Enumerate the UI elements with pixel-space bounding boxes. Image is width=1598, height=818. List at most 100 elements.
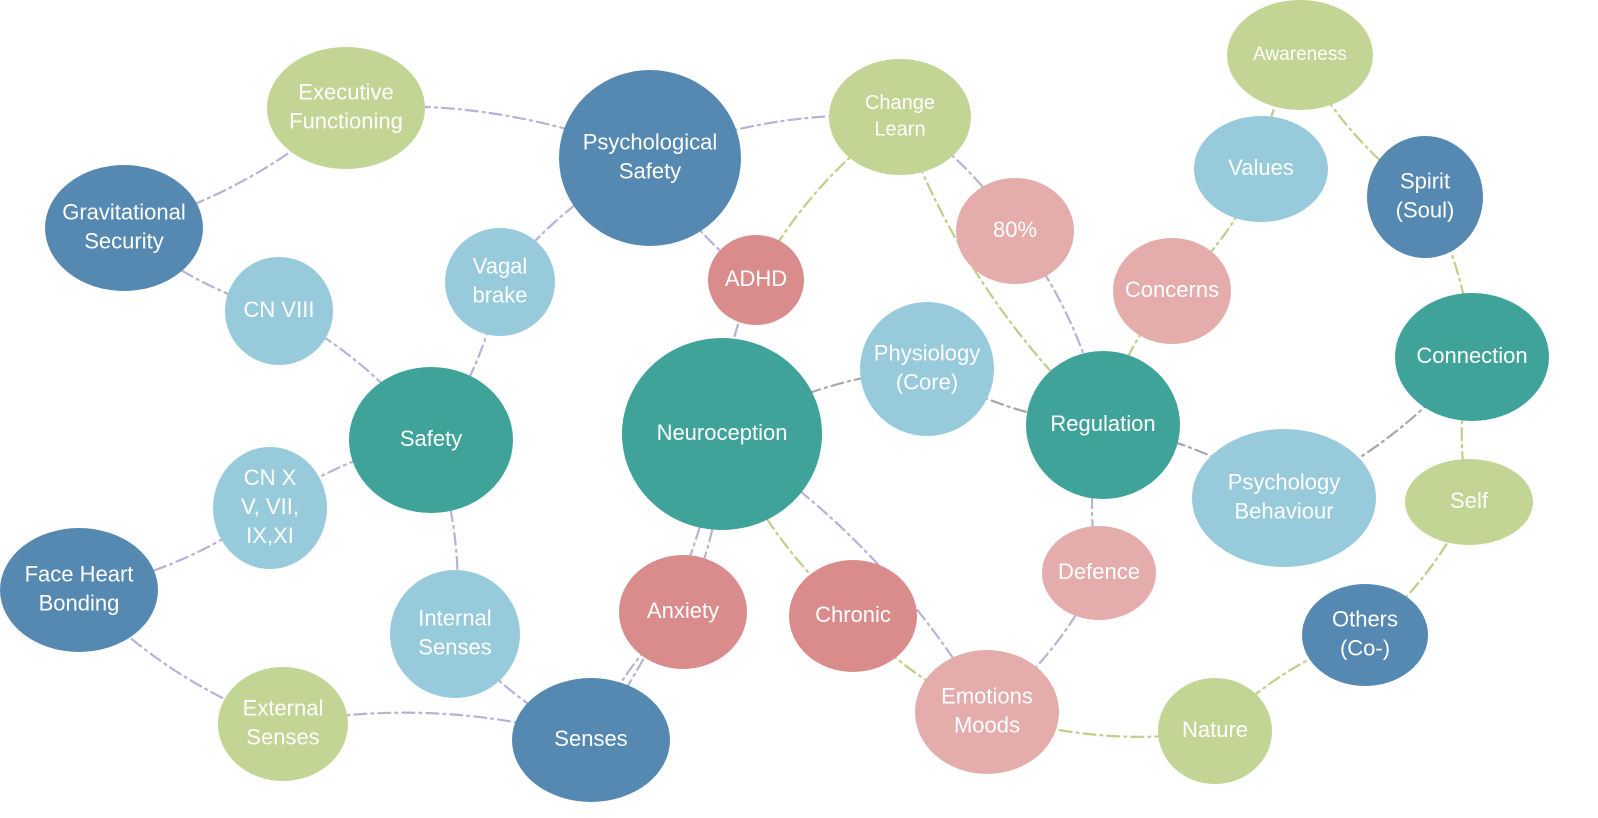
node-bubble: [390, 570, 520, 698]
node-label: brake: [472, 282, 527, 307]
node-label: Psychology: [1228, 469, 1341, 494]
node-physiology: Physiology (Core): [860, 302, 994, 436]
node-label: Anxiety: [647, 598, 719, 623]
node-others: Others (Co-): [1302, 584, 1428, 686]
node-label: Face Heart: [25, 561, 134, 586]
node-bubble: [708, 235, 804, 325]
node-label: Chronic: [815, 602, 891, 627]
node-bubble: [915, 650, 1059, 774]
node-bubble: [267, 47, 425, 169]
node-values: Values: [1194, 116, 1328, 222]
node-bubble: [1227, 0, 1373, 110]
node-bubble: [1367, 136, 1483, 258]
node-label: Neuroception: [657, 420, 788, 445]
node-label: Senses: [246, 724, 319, 749]
node-nature: Nature: [1158, 678, 1272, 784]
node-bubble: [1158, 678, 1272, 784]
node-bubble: [225, 257, 333, 365]
node-awareness: Awareness: [1227, 0, 1373, 110]
node-label: ADHD: [725, 266, 787, 291]
node-label: Physiology: [874, 340, 980, 365]
node-cn8: CN VIII: [225, 257, 333, 365]
node-bubble: [559, 70, 741, 246]
node-label: Safety: [400, 426, 462, 451]
node-label: Values: [1228, 155, 1294, 180]
node-bubble: [1405, 459, 1533, 545]
node-bubble: [619, 555, 747, 669]
node-bubble: [45, 165, 203, 291]
node-bubble: [445, 228, 555, 336]
node-anxiety: Anxiety: [619, 555, 747, 669]
node-bubble: [1192, 429, 1376, 567]
node-label: Emotions: [941, 683, 1033, 708]
node-neuroception: Neuroception: [622, 338, 822, 530]
node-senses: Senses: [512, 678, 670, 802]
node-label: Vagal: [473, 253, 528, 278]
node-label: Defence: [1058, 559, 1140, 584]
node-safety: Safety: [349, 367, 513, 513]
node-label: Regulation: [1050, 411, 1155, 436]
node-label: Moods: [954, 712, 1020, 737]
edge-others-nature: [1213, 633, 1367, 733]
node-label: (Core): [896, 369, 958, 394]
node-label: Executive: [298, 79, 393, 104]
node-label: Self: [1450, 488, 1489, 513]
node-bubble: [1194, 116, 1328, 222]
node-bubble: [512, 678, 670, 802]
node-bubble: [213, 447, 327, 569]
node-self: Self: [1405, 459, 1533, 545]
node-label: Nature: [1182, 717, 1248, 742]
node-bubble: [218, 667, 348, 781]
node-vagal: Vagal brake: [445, 228, 555, 336]
node-label: V, VII,: [241, 494, 299, 519]
node-label: Senses: [418, 634, 491, 659]
node-label: Behaviour: [1234, 498, 1333, 523]
node-label: Bonding: [39, 590, 120, 615]
node-label: (Soul): [1396, 197, 1455, 222]
node-concerns: Concerns: [1113, 238, 1231, 344]
node-pct80: 80%: [956, 178, 1074, 284]
node-defence: Defence: [1042, 526, 1156, 620]
node-label: Concerns: [1125, 277, 1219, 302]
node-bubble: [349, 367, 513, 513]
node-bubble: [956, 178, 1074, 284]
node-label: Change: [865, 92, 935, 114]
node-label: Gravitational: [62, 199, 186, 224]
node-bubble: [860, 302, 994, 436]
node-bubble: [622, 338, 822, 530]
node-regulation: Regulation: [1026, 351, 1180, 499]
node-bubble: [1026, 351, 1180, 499]
node-label: Internal: [418, 605, 491, 630]
node-label: Senses: [554, 726, 627, 751]
node-bubble: [829, 59, 971, 175]
node-label: Functioning: [289, 108, 403, 133]
node-bubble: [1113, 238, 1231, 344]
node-bubble: [789, 560, 917, 672]
node-label: Spirit: [1400, 168, 1450, 193]
node-label: Safety: [619, 158, 681, 183]
node-bubble: [1395, 293, 1549, 421]
node-label: IX,XI: [246, 523, 294, 548]
node-bubble: [0, 528, 158, 652]
node-label: Psychological: [583, 129, 718, 154]
node-bubble: [1042, 526, 1156, 620]
edge-defence-emotions: [985, 571, 1101, 714]
node-label: Connection: [1416, 343, 1527, 368]
node-label: Learn: [874, 118, 925, 140]
node-cnx: CN XV, VII,IX,XI: [213, 447, 327, 569]
node-label: (Co-): [1340, 635, 1390, 660]
node-spirit: Spirit (Soul): [1367, 136, 1483, 258]
node-label: Others: [1332, 606, 1398, 631]
node-adhd: ADHD: [708, 235, 804, 325]
nodes-layer: ExecutiveFunctioningPsychologicalSafetyC…: [0, 0, 1549, 802]
